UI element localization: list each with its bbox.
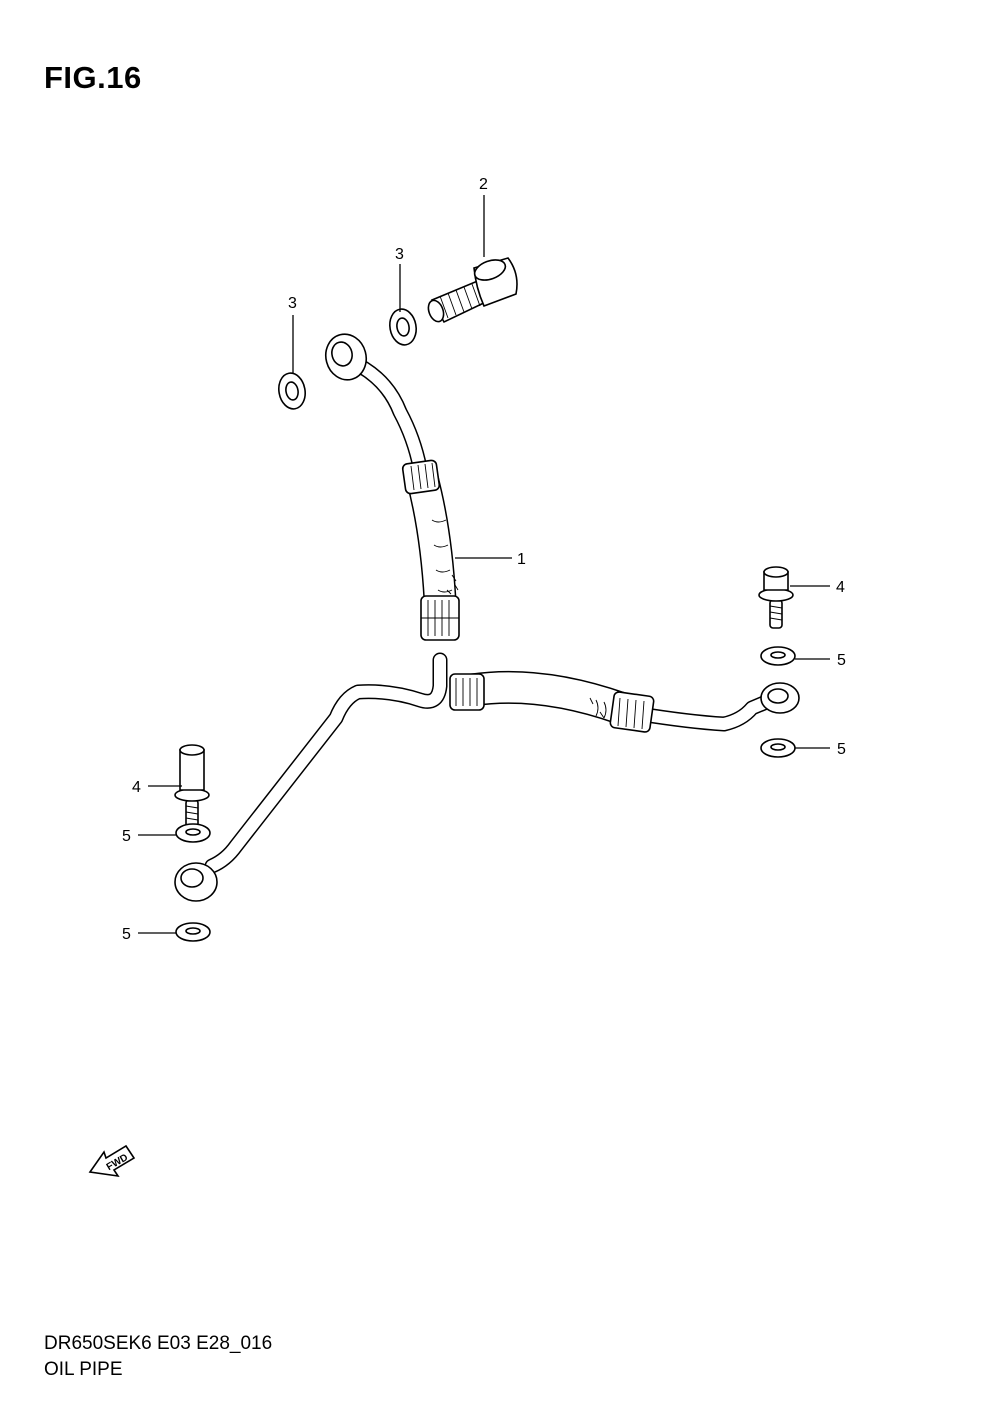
washer-part-5-right-bottom xyxy=(760,738,796,758)
figure-title: FIG.16 xyxy=(44,60,142,95)
gasket-part-3-right xyxy=(389,308,417,346)
callout-3-left: 3 xyxy=(288,295,297,312)
washer-part-5-right-top xyxy=(760,646,796,666)
union-bolt-part-2 xyxy=(427,257,518,324)
fwd-arrow-icon: FWD xyxy=(88,1144,136,1178)
oil-pipe-assembly xyxy=(174,333,800,902)
model-code: DR650SEK6 E03 E28_016 xyxy=(44,1333,273,1354)
part-group-name: OIL PIPE xyxy=(44,1359,123,1380)
callout-3-right: 3 xyxy=(395,246,404,263)
bolt-part-4-right xyxy=(758,566,794,629)
callout-2: 2 xyxy=(479,176,488,193)
leader-lines xyxy=(138,195,830,934)
callout-4-left: 4 xyxy=(132,779,141,796)
callout-5-left-top: 5 xyxy=(122,828,131,845)
callout-5-right-bottom: 5 xyxy=(837,741,846,758)
fwd-label: FWD xyxy=(105,1152,130,1173)
callout-5-left-bottom: 5 xyxy=(122,926,131,943)
callout-5-right-top: 5 xyxy=(837,652,846,669)
washer-part-5-left-bottom xyxy=(175,922,211,942)
washer-part-5-left-top xyxy=(175,823,211,843)
callout-1: 1 xyxy=(517,551,526,568)
callout-4-right: 4 xyxy=(836,579,845,596)
bolt-part-4-left xyxy=(174,744,210,831)
gasket-part-3-left xyxy=(278,372,306,410)
